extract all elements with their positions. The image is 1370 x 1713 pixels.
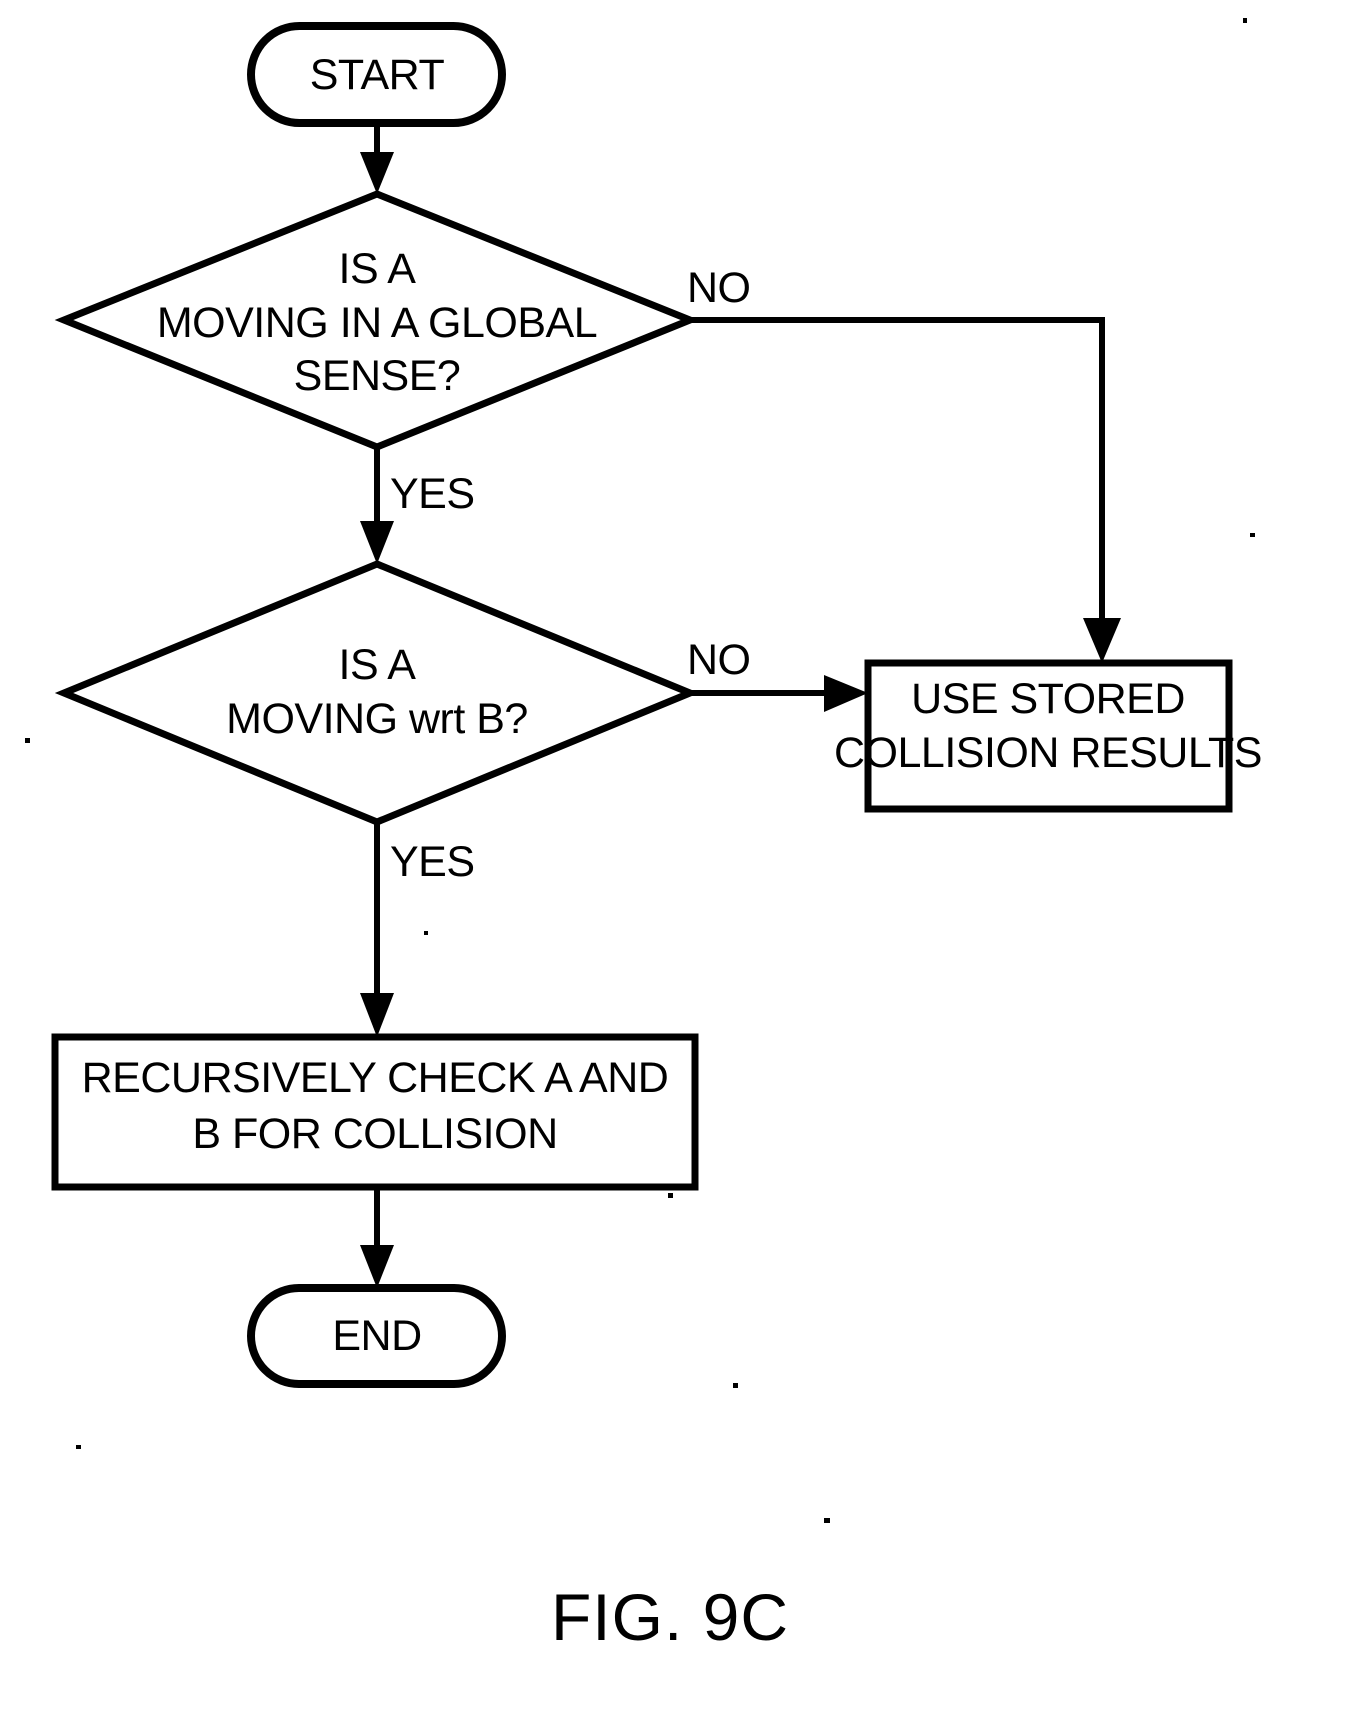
scan-speck	[424, 931, 428, 935]
arrowhead-icon	[360, 521, 394, 564]
decision-global-line2: MOVING IN A GLOBAL	[157, 299, 597, 347]
scan-speck	[668, 1193, 673, 1198]
decision-wrt-b-line1: IS A	[339, 641, 417, 689]
arrowhead-icon	[360, 152, 394, 194]
edge-global-no: NO	[687, 264, 1121, 663]
edge-wrt-b-yes: YES	[360, 822, 475, 1037]
arrowhead-icon	[360, 993, 394, 1037]
edge-global-yes: YES	[360, 447, 475, 564]
scan-speck	[25, 738, 30, 743]
edge-label-wrt-b-no: NO	[687, 636, 751, 684]
recursive-check-line1: RECURSIVELY CHECK A AND	[82, 1054, 669, 1102]
node-decision-wrt-b: IS A MOVING wrt B?	[54, 560, 700, 826]
scan-speck	[1243, 18, 1247, 23]
use-stored-box-shape	[864, 659, 1233, 813]
decision-global-line3: SENSE?	[294, 352, 461, 400]
node-recursive-check: RECURSIVELY CHECK A AND B FOR COLLISION	[51, 1033, 699, 1191]
arrowhead-icon	[824, 675, 868, 712]
arrowhead-icon	[1083, 618, 1121, 663]
use-stored-line2: COLLISION RESULTS	[834, 729, 1262, 777]
decision-global-line1: IS A	[339, 245, 417, 293]
recursive-check-line2: B FOR COLLISION	[192, 1110, 557, 1158]
edge-label-global-no: NO	[687, 264, 751, 312]
scan-speck	[1250, 533, 1255, 537]
edge-line	[690, 317, 1105, 635]
decision-wrt-b-shape	[54, 560, 700, 826]
node-end: END	[247, 1284, 506, 1388]
edge-label-global-yes: YES	[390, 470, 475, 518]
edge-recursive-to-end	[360, 1187, 394, 1288]
edge-start-to-decision-global	[360, 123, 394, 194]
decision-wrt-b-line2: MOVING wrt B?	[226, 695, 528, 743]
end-terminal-shape	[247, 1284, 506, 1388]
edge-wrt-b-no: NO	[687, 636, 868, 712]
scan-speck	[76, 1445, 81, 1449]
figure-caption: FIG. 9C	[551, 1580, 789, 1654]
edge-label-wrt-b-yes: YES	[390, 838, 475, 886]
node-use-stored: USE STORED COLLISION RESULTS	[834, 659, 1263, 813]
start-label: START	[310, 51, 445, 99]
node-start: START	[247, 22, 506, 127]
node-decision-global: IS A MOVING IN A GLOBAL SENSE?	[54, 190, 700, 451]
use-stored-line1: USE STORED	[911, 675, 1185, 723]
end-label: END	[332, 1312, 421, 1360]
scan-speck	[203, 1035, 207, 1039]
scan-speck	[824, 1518, 830, 1523]
arrowhead-icon	[360, 1245, 394, 1288]
scan-speck	[733, 1383, 738, 1388]
